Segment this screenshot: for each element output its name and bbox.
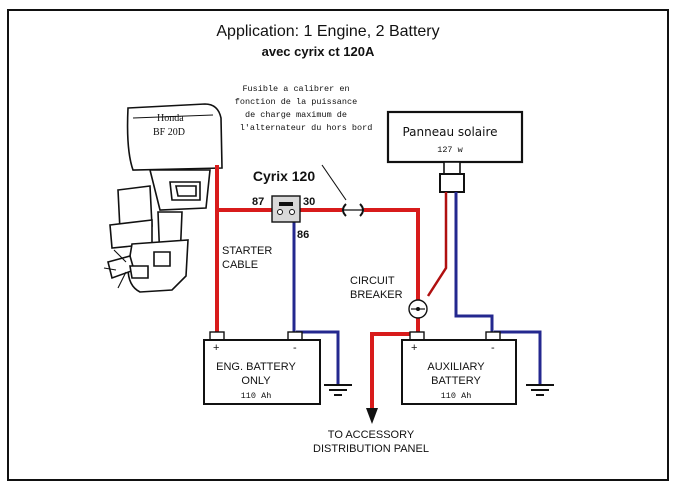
accessory-arrow [366, 408, 378, 424]
circuit-breaker-icon [408, 299, 428, 319]
aux-battery: + - AUXILIARY BATTERY 110 Ah [401, 331, 517, 405]
fuse-icon [342, 203, 364, 217]
cyrix-label: Cyrix 120 [253, 168, 315, 184]
positive-wiring [215, 165, 448, 410]
eng-battery: + - ENG. BATTERY ONLY 110 Ah [203, 331, 321, 405]
cyrix-pin-86: 86 [297, 229, 309, 241]
aux-battery-line-1: AUXILIARY [427, 361, 485, 373]
circuit-breaker-label-1: CIRCUIT [350, 275, 395, 287]
outboard-motor-icon: Honda BF 20D [103, 103, 223, 293]
aux-battery-line-2: BATTERY [431, 375, 481, 387]
aux-battery-minus: - [491, 342, 495, 354]
circuit-breaker-label-2: BREAKER [350, 289, 403, 301]
negative-wiring [292, 192, 542, 384]
cyrix-terminal-right [289, 209, 295, 215]
eng-battery-minus: - [293, 342, 297, 354]
solar-panel-label: Panneau solaire [402, 125, 497, 139]
fuse-note-line-3: de charge maximum de [245, 110, 347, 120]
fuse-note-line-4: l'alternateur du hors bord [240, 123, 373, 133]
solar-connector-stub [443, 161, 461, 175]
starter-cable-label-1: STARTER [222, 245, 272, 257]
accessory-panel-label-2: DISTRIBUTION PANEL [313, 443, 429, 455]
eng-battery-line-1: ENG. BATTERY [216, 361, 296, 373]
diagram-title: Application: 1 Engine, 2 Battery [216, 23, 439, 40]
fuse-note: Fusible a calibrer en fonction de la pui… [235, 84, 373, 133]
ground-symbol-aux [526, 384, 554, 396]
fuse-note-pointer [321, 164, 347, 201]
ground-symbol-engine [324, 384, 352, 396]
starter-cable-label-2: CABLE [222, 259, 258, 271]
diagram-subtitle: avec cyrix ct 120A [262, 44, 375, 59]
eng-battery-capacity: 110 Ah [241, 391, 272, 401]
engine-model: BF 20D [153, 127, 185, 138]
aux-battery-plus: + [411, 342, 417, 354]
eng-battery-plus: + [213, 342, 219, 354]
fuse-note-line-1: Fusible a calibrer en [242, 84, 349, 94]
engine-brand: Honda [157, 113, 184, 124]
cyrix-pin-87: 87 [252, 196, 264, 208]
solar-connector [439, 173, 465, 193]
fuse-note-line-2: fonction de la puissance [235, 97, 357, 107]
solar-panel-box [386, 110, 524, 164]
accessory-panel-label-1: TO ACCESSORY [328, 429, 415, 441]
cyrix-relay [271, 195, 301, 223]
diagram-frame [7, 9, 669, 481]
eng-battery-line-2: ONLY [241, 375, 271, 387]
cyrix-pin-30: 30 [303, 196, 315, 208]
cyrix-relay-indicator [279, 202, 293, 206]
aux-battery-capacity: 110 Ah [441, 391, 472, 401]
solar-panel-power: 127 w [437, 145, 463, 155]
cyrix-terminal-left [277, 209, 283, 215]
